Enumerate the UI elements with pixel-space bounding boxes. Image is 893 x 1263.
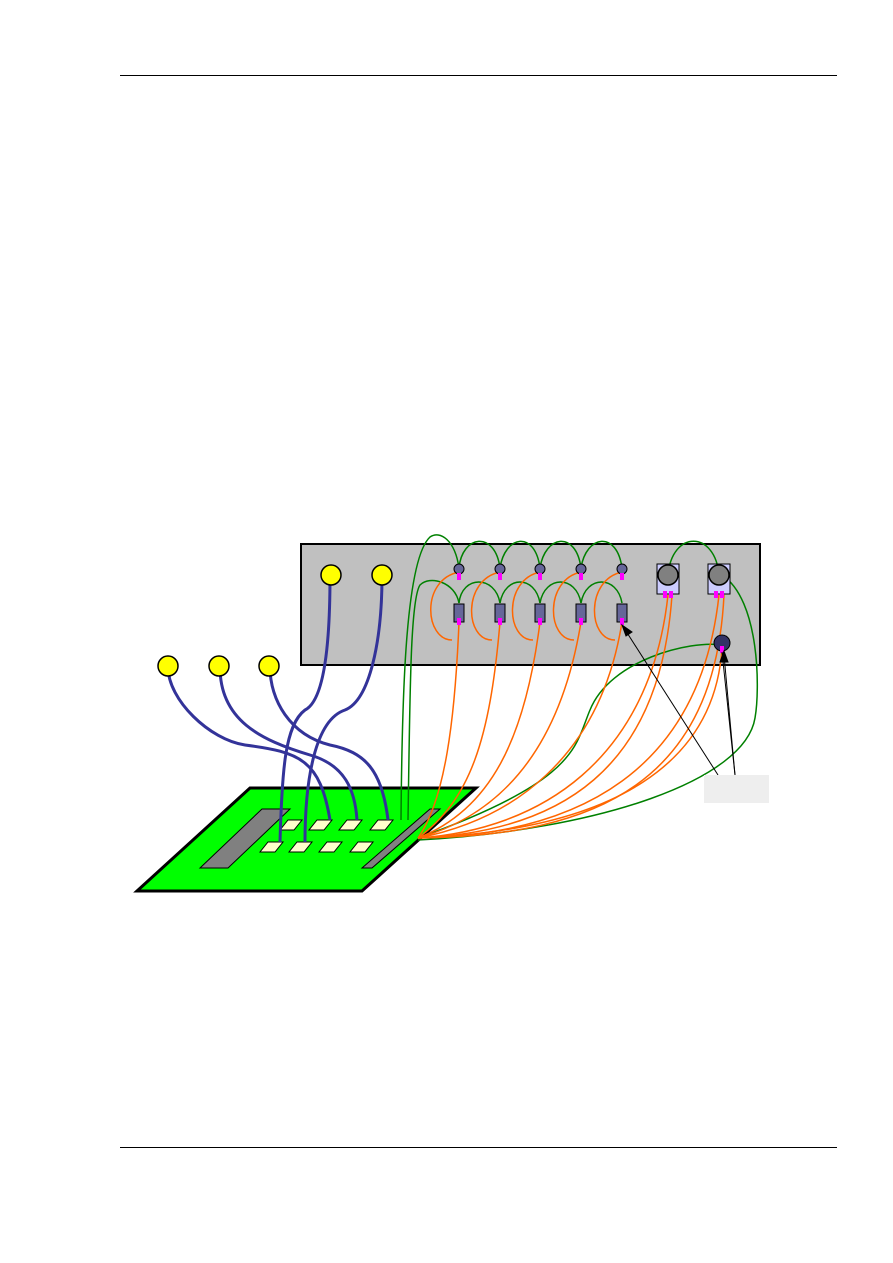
orange-run <box>417 621 623 839</box>
green-wires <box>400 534 759 841</box>
yellow-terminal <box>320 564 342 586</box>
green-wire <box>417 643 723 839</box>
yellow-terminal <box>258 655 280 677</box>
small-component <box>494 563 506 575</box>
instrument-panel <box>300 543 761 666</box>
orange-run <box>417 594 669 839</box>
green-wire <box>580 540 623 569</box>
green-wire <box>458 540 501 569</box>
orange-run <box>417 621 541 839</box>
green-wire <box>499 540 541 569</box>
board-slot-right <box>360 808 442 869</box>
pad <box>348 841 375 853</box>
yellow-terminal <box>157 655 179 677</box>
pad <box>278 819 304 831</box>
orange-loop <box>470 571 501 641</box>
magenta-pins <box>457 573 724 653</box>
green-wire <box>539 581 582 604</box>
green-wire <box>417 574 759 841</box>
orange-run <box>417 621 460 839</box>
small-component <box>575 563 587 575</box>
orange-run <box>417 594 725 839</box>
green-wire <box>539 540 582 569</box>
blue-cable <box>303 575 384 843</box>
pad <box>258 841 285 853</box>
green-wire <box>458 581 501 604</box>
orange-run <box>417 621 501 839</box>
yellow-terminals <box>157 564 393 677</box>
pad <box>287 841 314 853</box>
orange-run <box>417 621 582 839</box>
blue-cables <box>166 575 390 843</box>
pad <box>307 819 334 831</box>
small-round-components <box>453 563 628 575</box>
orange-loop <box>593 571 623 641</box>
small-component <box>453 563 465 575</box>
blue-cable <box>218 666 359 821</box>
small-component <box>616 563 628 575</box>
orange-loop <box>430 571 460 641</box>
orange-run <box>417 647 723 839</box>
callout-arrows <box>620 623 736 776</box>
blue-cable <box>166 666 332 821</box>
footer-rule <box>120 1147 837 1148</box>
blue-cable <box>278 575 332 843</box>
orange-loop <box>552 571 582 641</box>
yellow-terminal <box>371 564 393 586</box>
callout-label-box <box>704 775 769 803</box>
pad <box>317 841 344 853</box>
small-component <box>534 563 546 575</box>
pads-bottom-row <box>258 841 375 853</box>
blue-cable <box>268 666 390 821</box>
green-wire <box>499 581 541 604</box>
large-components <box>656 563 731 595</box>
orange-loop <box>511 571 541 641</box>
yellow-terminal <box>208 655 230 677</box>
green-wire <box>667 540 720 576</box>
header-rule <box>120 75 837 76</box>
green-wire <box>400 534 460 821</box>
green-wire <box>580 581 623 604</box>
large-component <box>657 564 679 586</box>
orange-wires <box>417 571 725 839</box>
green-wire <box>407 579 460 821</box>
orange-run <box>417 594 673 839</box>
large-component <box>708 564 730 586</box>
